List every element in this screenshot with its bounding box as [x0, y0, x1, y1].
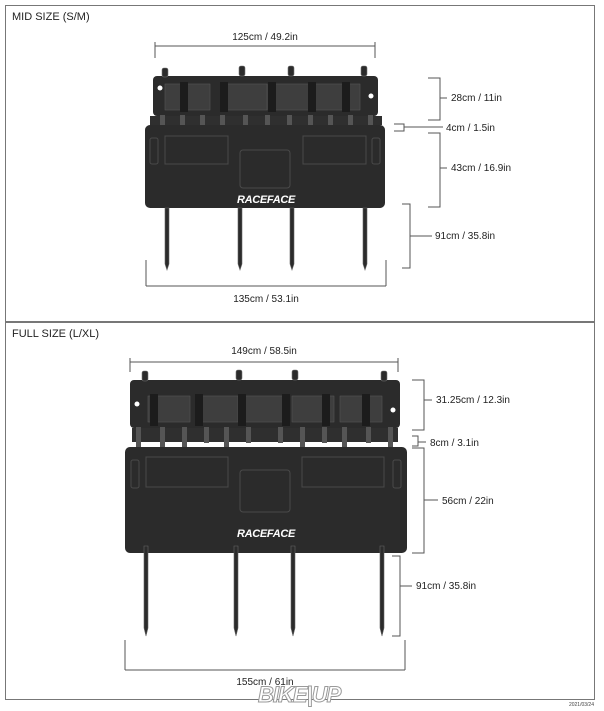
- mid-width-top-dimension: [154, 42, 376, 58]
- mid-pad-panels: [149, 135, 381, 189]
- mid-width-top-label: 125cm / 49.2in: [232, 32, 298, 43]
- mid-height-gap-label: 4cm / 1.5in: [446, 123, 495, 134]
- full-width-bottom-dimension: [124, 640, 406, 671]
- full-top-clips: [141, 369, 388, 382]
- full-height-stand-label: 91cm / 35.8in: [416, 581, 476, 592]
- full-width-bottom-label: 155cm / 61in: [236, 677, 293, 688]
- mid-height-top-label: 28cm / 11in: [451, 93, 502, 104]
- mid-size-title: MID SIZE (S/M): [12, 11, 90, 23]
- mid-grommet-left: [157, 85, 163, 91]
- full-size-panel: FULL SIZE (L/XL): [5, 322, 595, 700]
- full-stands: [143, 545, 385, 637]
- full-size-diagram: 149cm / 58.5in: [124, 346, 510, 688]
- mid-top-clips: [161, 65, 368, 78]
- full-height-top-label: 31.25cm / 12.3in: [436, 395, 510, 406]
- mid-height-pad-label: 43cm / 16.9in: [451, 163, 511, 174]
- full-width-top-label: 149cm / 58.5in: [231, 346, 297, 357]
- full-grommet-right: [390, 407, 396, 413]
- mid-size-diagram: 125cm / 49.2in: [145, 32, 511, 305]
- mid-brand-logo: RACEFACE: [237, 194, 296, 206]
- mid-main-pad: [145, 125, 385, 208]
- full-height-dimensions: [392, 379, 438, 637]
- mid-upper-pockets: [164, 83, 361, 111]
- full-upper-pockets: [147, 395, 383, 423]
- mid-size-panel: MID SIZE (S/M): [5, 5, 595, 322]
- document-date: 2021/03/24: [568, 702, 594, 708]
- mid-width-bottom-label: 135cm / 53.1in: [233, 294, 299, 305]
- full-straps: [150, 394, 370, 426]
- mid-stands: [164, 207, 368, 271]
- mid-width-bottom-dimension: [145, 260, 387, 287]
- mid-straps: [180, 82, 350, 112]
- full-brand-logo: RACEFACE: [237, 528, 296, 540]
- full-grommet-left: [134, 401, 140, 407]
- full-buckle-row: [132, 428, 398, 442]
- full-height-pad-label: 56cm / 22in: [442, 496, 494, 507]
- full-width-top-dimension: [129, 358, 399, 372]
- bikeup-watermark: BIKE|UP: [257, 682, 341, 708]
- full-height-gap-label: 8cm / 3.1in: [430, 438, 479, 449]
- full-buckles: [136, 427, 393, 449]
- mid-height-stand-label: 91cm / 35.8in: [435, 231, 495, 242]
- full-main-pad: [125, 447, 407, 553]
- full-pad-panels: [130, 456, 402, 513]
- mid-buckles: [160, 115, 373, 126]
- mid-grommet-right: [368, 93, 374, 99]
- mid-height-dimensions: [394, 77, 447, 269]
- full-size-title: FULL SIZE (L/XL): [12, 328, 100, 340]
